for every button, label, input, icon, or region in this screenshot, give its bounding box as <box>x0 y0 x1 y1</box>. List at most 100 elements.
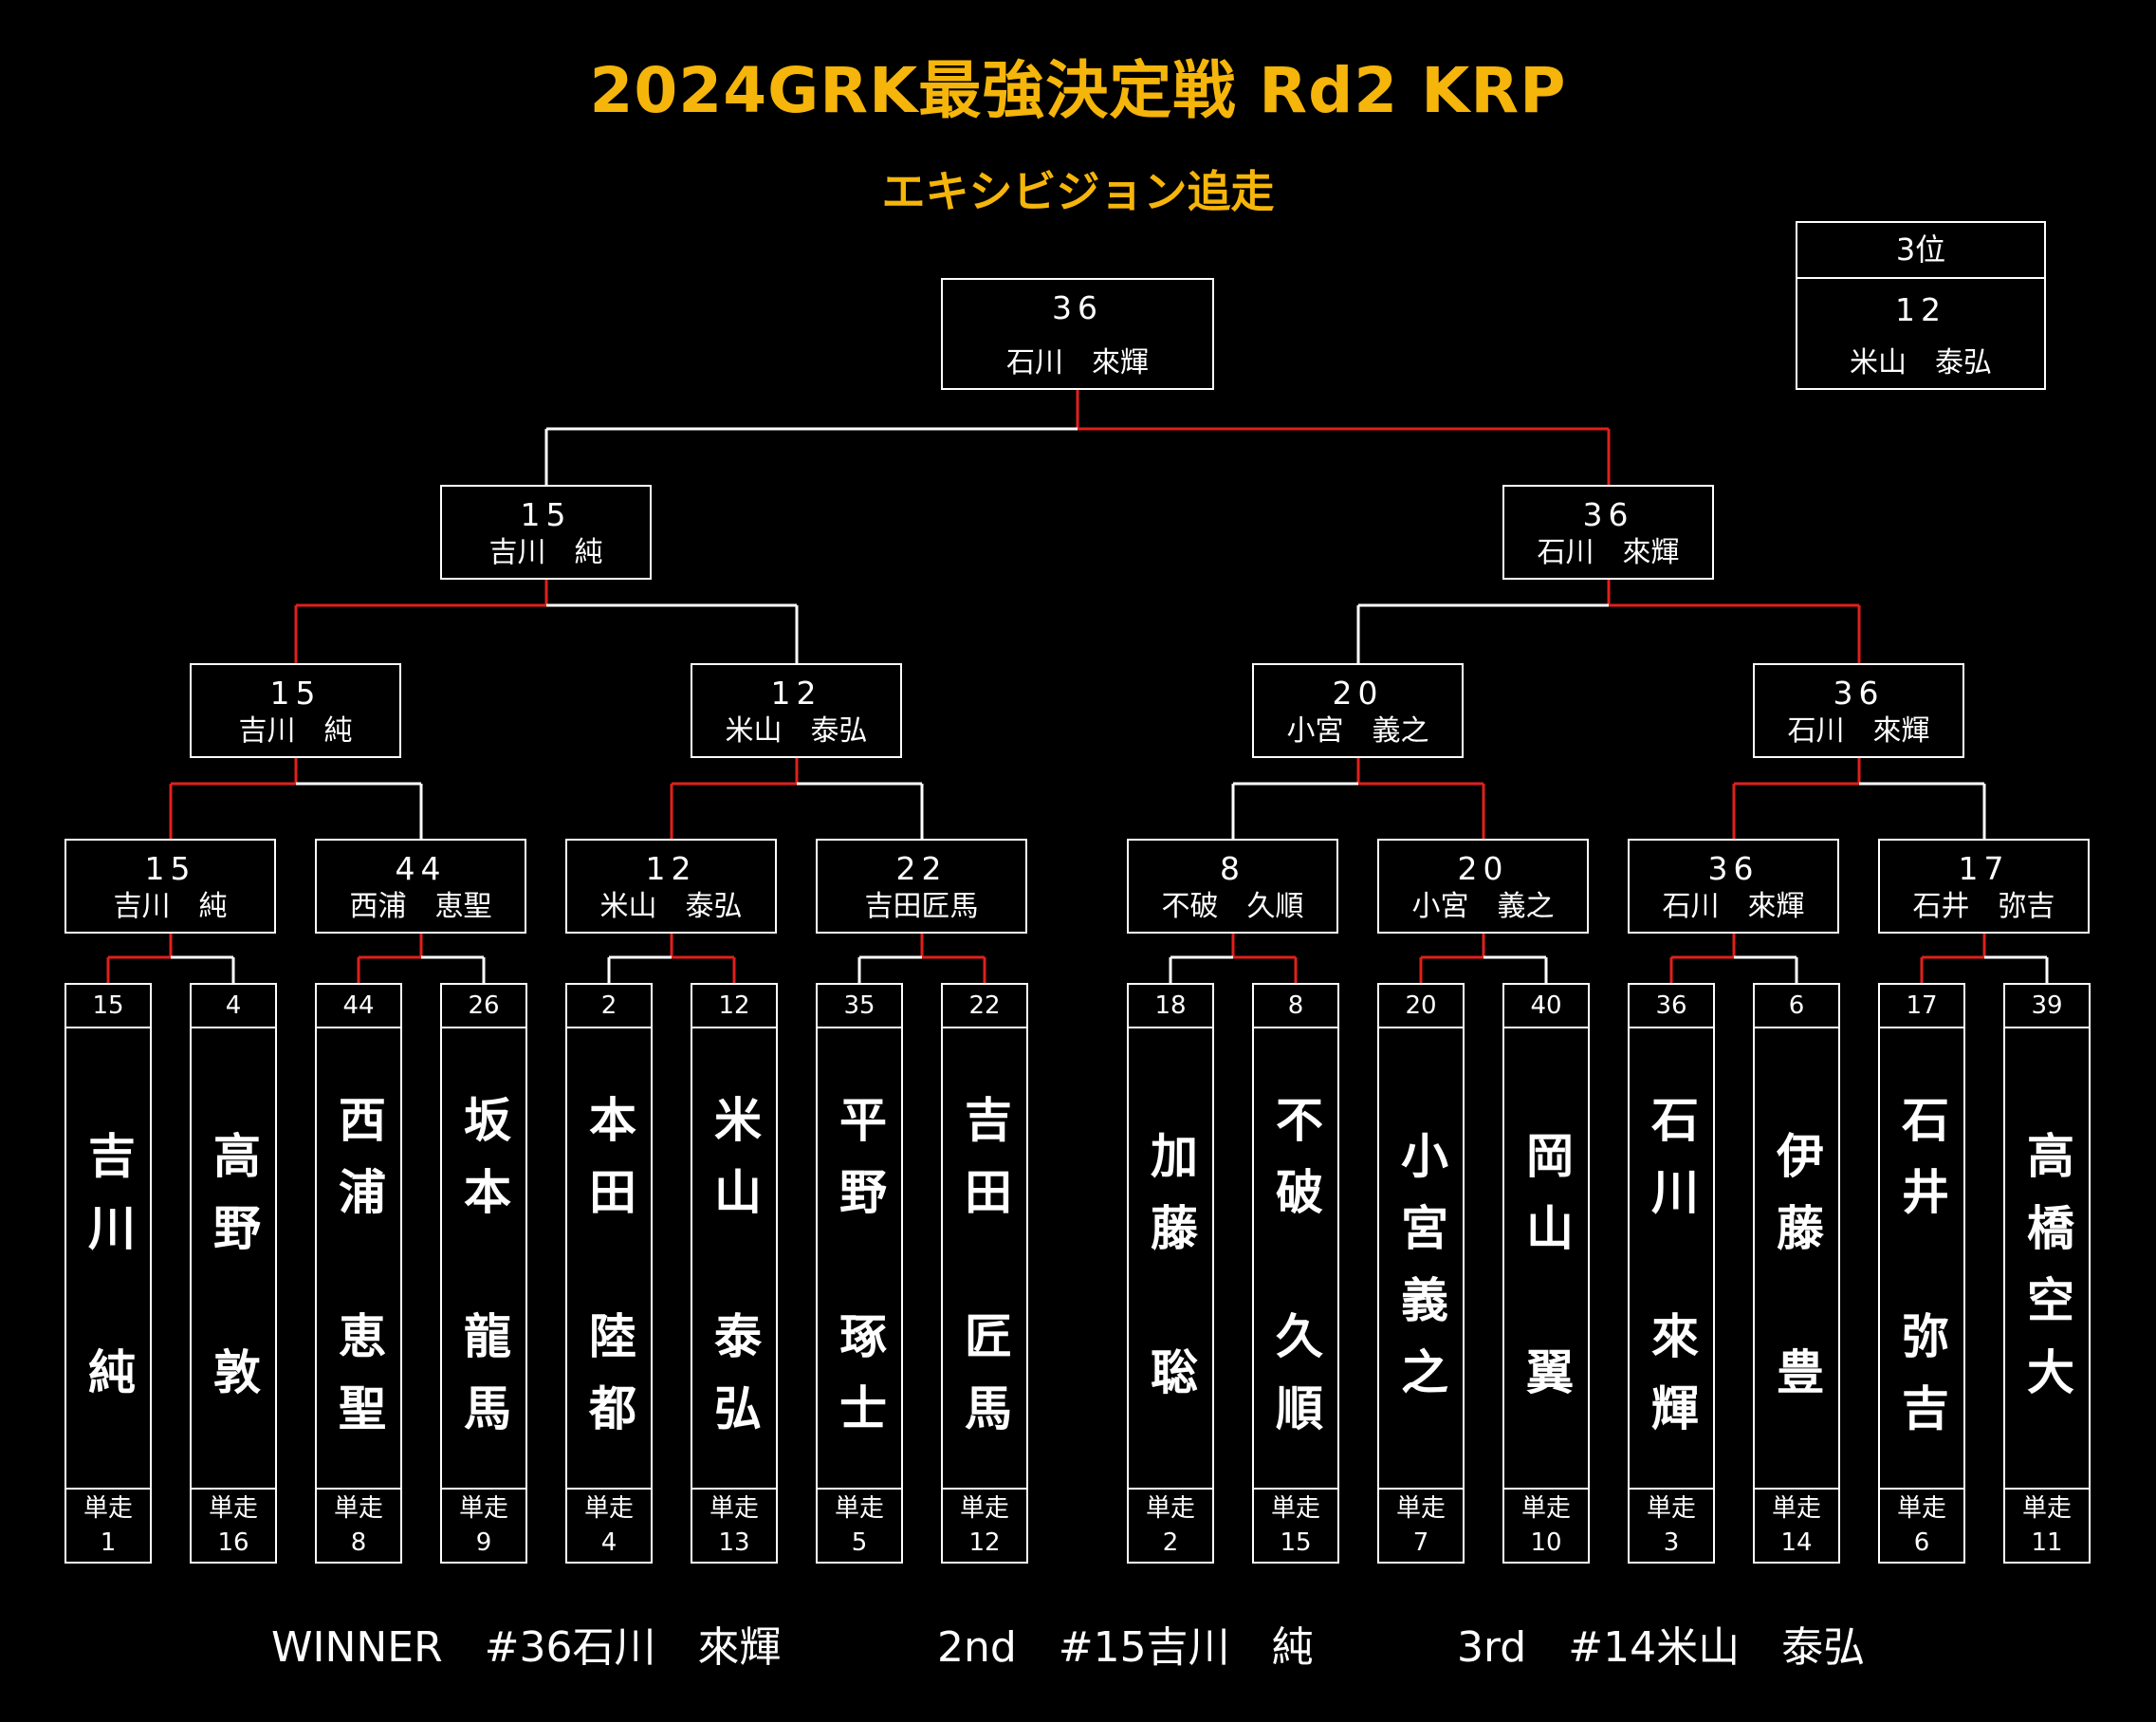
round16-name: 石川 來輝 <box>1662 890 1805 923</box>
page-title: 2024GRK最強決定戦 Rd2 KRP <box>589 54 1567 127</box>
racer-name: 吉川 純 <box>81 1131 136 1419</box>
quarterfinal-number: 12 <box>770 675 822 712</box>
semifinal-name: 吉川 純 <box>488 536 603 569</box>
third-place-number: 12 <box>1895 291 1946 328</box>
racer-bib: 35 <box>818 985 901 1028</box>
quarterfinal-number: 20 <box>1332 675 1384 712</box>
racer-name: 平野 琢士 <box>832 1095 887 1455</box>
result-second: 2nd #15吉川 純 <box>937 1623 1314 1672</box>
racer-name: 高野 敦 <box>206 1131 261 1419</box>
racer-name: 岡山 翼 <box>1519 1131 1574 1419</box>
round16-box: 36 石川 來輝 <box>1628 839 1839 934</box>
round16-name: 吉川 純 <box>113 890 228 923</box>
round16-name: 米山 泰弘 <box>599 890 743 923</box>
round16-name: 吉田匠馬 <box>864 890 979 923</box>
quarterfinal-number: 15 <box>269 675 322 712</box>
semifinal-name: 石川 來輝 <box>1537 536 1680 569</box>
racer-bib: 40 <box>1504 985 1588 1028</box>
racer-bib: 26 <box>442 985 525 1028</box>
third-place-box: 3位 12 米山 泰弘 <box>1796 221 2046 390</box>
racer-name: 坂本 龍馬 <box>456 1095 511 1455</box>
round16-box: 15 吉川 純 <box>64 839 276 934</box>
result-third: 3rd #14米山 泰弘 <box>1457 1623 1866 1672</box>
quarterfinal-number: 36 <box>1833 675 1885 712</box>
round16-name: 小宮 義之 <box>1411 890 1555 923</box>
racer-bib: 44 <box>317 985 400 1028</box>
round16-number: 36 <box>1707 850 1760 887</box>
quarterfinal-name: 米山 泰弘 <box>725 714 868 748</box>
semifinal-number: 36 <box>1582 496 1634 533</box>
racer-name: 吉田 匠馬 <box>957 1095 1012 1455</box>
round16-name: 不破 久順 <box>1161 890 1304 923</box>
final-number: 36 <box>1052 289 1103 326</box>
racer-name: 加藤 聡 <box>1143 1131 1198 1419</box>
round16-number: 17 <box>1958 850 2010 887</box>
racer-name: 石川 來輝 <box>1644 1095 1699 1455</box>
quarterfinal-box: 15 吉川 純 <box>190 663 401 758</box>
quarterfinal-box: 20 小宮 義之 <box>1252 663 1464 758</box>
final-name: 石川 來輝 <box>1006 346 1149 380</box>
racer-bib: 8 <box>1254 985 1337 1028</box>
quarterfinal-name: 石川 來輝 <box>1787 714 1930 748</box>
racer-name: 石井 弥吉 <box>1894 1095 1949 1455</box>
racer-name: 米山 泰弘 <box>707 1095 762 1455</box>
third-place-label: 3位 <box>1797 223 2044 279</box>
racer-bib: 22 <box>943 985 1026 1028</box>
racer-name: 高橋空大 <box>2019 1131 2074 1419</box>
racer-bib: 39 <box>2005 985 2089 1028</box>
round16-number: 12 <box>645 850 697 887</box>
racer-name: 本田 陸都 <box>581 1095 636 1455</box>
third-place-name: 米山 泰弘 <box>1850 346 1992 380</box>
racer-bib: 15 <box>66 985 150 1028</box>
round16-box: 20 小宮 義之 <box>1377 839 1589 934</box>
result-winner: WINNER #36石川 來輝 <box>271 1623 782 1672</box>
racer-bib: 18 <box>1129 985 1212 1028</box>
racer-bib: 36 <box>1630 985 1713 1028</box>
round16-box: 44 西浦 恵聖 <box>315 839 526 934</box>
round16-number: 20 <box>1457 850 1509 887</box>
results-line: WINNER #36石川 來輝 2nd #15吉川 純 3rd #14米山 泰弘 <box>0 1613 2156 1672</box>
quarterfinal-box: 12 米山 泰弘 <box>691 663 902 758</box>
racer-name: 不破 久順 <box>1268 1095 1323 1455</box>
round16-box: 12 米山 泰弘 <box>565 839 777 934</box>
racer-name: 伊藤 豊 <box>1769 1131 1824 1419</box>
racer-bib: 17 <box>1880 985 1963 1028</box>
round16-box: 17 石井 弥吉 <box>1878 839 2090 934</box>
round16-number: 15 <box>144 850 196 887</box>
racer-bib: 20 <box>1379 985 1463 1028</box>
round16-box: 22 吉田匠馬 <box>816 839 1027 934</box>
round16-box: 8 不破 久順 <box>1127 839 1338 934</box>
racer-name: 小宮義之 <box>1393 1131 1448 1419</box>
quarterfinal-name: 小宮 義之 <box>1286 714 1429 748</box>
round16-name: 石井 弥吉 <box>1912 890 2055 923</box>
